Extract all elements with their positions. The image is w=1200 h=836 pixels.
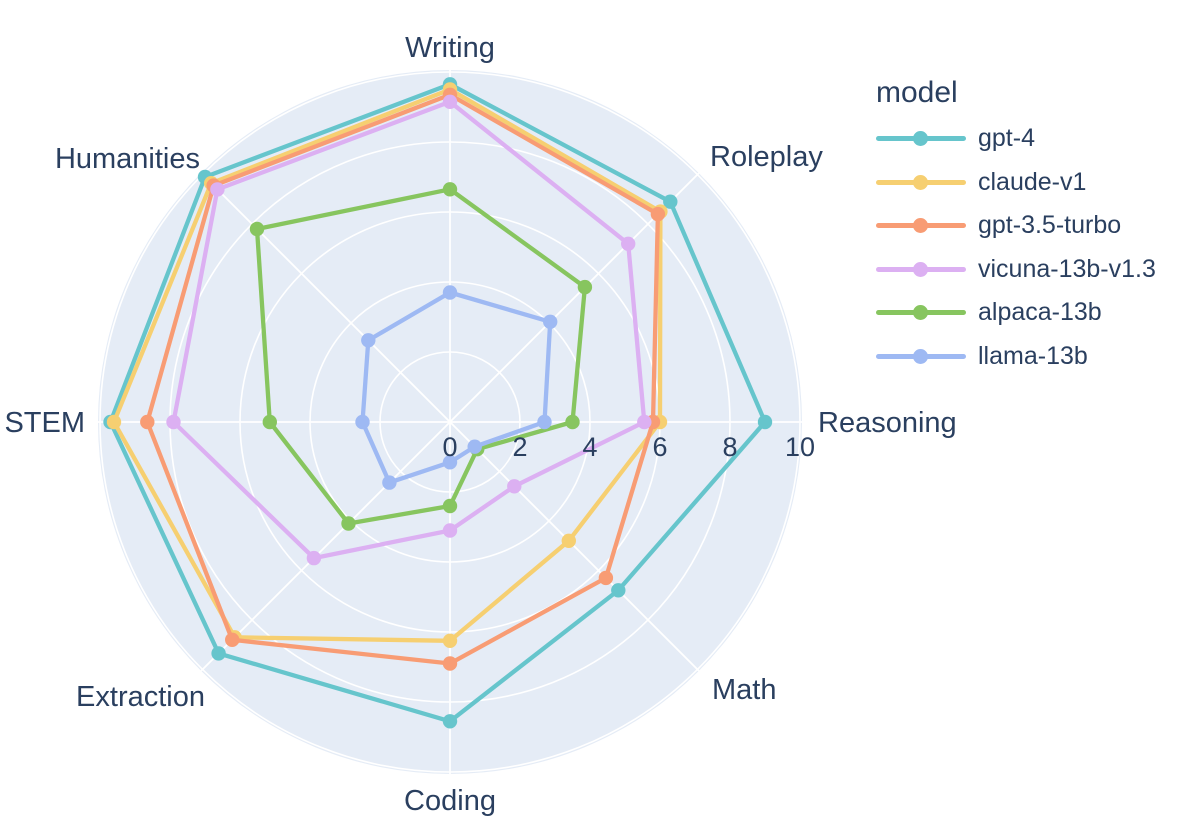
legend-item-alpaca-13b[interactable]: alpaca-13b: [876, 298, 1156, 327]
radial-tick-label-4: 4: [582, 432, 597, 462]
marker-gpt-4-coding[interactable]: [442, 714, 458, 729]
radial-tick-label-10: 10: [785, 432, 815, 462]
grid-spoke-humanities: [200, 172, 451, 423]
marker-gpt-3-5-turbo-coding[interactable]: [442, 656, 458, 671]
radial-tick-label-8: 8: [722, 432, 737, 462]
legend-swatch-claude-v1: [876, 174, 966, 190]
marker-gpt-4-roleplay[interactable]: [663, 194, 678, 209]
axis-label-stem: STEM: [4, 407, 85, 439]
marker-gpt-4-extraction[interactable]: [211, 646, 226, 661]
axis-label-humanities: Humanities: [55, 143, 200, 175]
marker-vicuna-13b-v1-3-stem[interactable]: [166, 414, 181, 430]
marker-vicuna-13b-v1-3-math[interactable]: [507, 479, 522, 494]
legend-label-alpaca-13b: alpaca-13b: [978, 298, 1102, 326]
marker-claude-v1-stem[interactable]: [106, 414, 122, 430]
legend-item-vicuna-13b-v1-3[interactable]: vicuna-13b-v1.3: [876, 255, 1156, 284]
legend: model gpt-4 claude-v1 gpt-3.5-turbo vicuna-…: [876, 76, 1156, 385]
marker-llama-13b-roleplay[interactable]: [543, 314, 558, 329]
marker-vicuna-13b-v1-3-extraction[interactable]: [306, 550, 322, 566]
radial-tick-label-6: 6: [652, 432, 667, 462]
legend-dot-icon: [913, 131, 928, 146]
legend-swatch-gpt-4: [876, 131, 966, 146]
axis-label-coding: Coding: [404, 785, 496, 817]
marker-alpaca-13b-roleplay[interactable]: [577, 279, 593, 295]
grid-spoke-math: [449, 421, 700, 672]
legend-items: gpt-4 claude-v1 gpt-3.5-turbo vicuna-13b-v1…: [876, 124, 1156, 371]
marker-gpt-3-5-turbo-stem[interactable]: [140, 414, 155, 430]
marker-vicuna-13b-v1-3-writing[interactable]: [442, 94, 458, 110]
legend-swatch-alpaca-13b: [876, 305, 966, 320]
series-alpaca-13b: [249, 182, 593, 531]
marker-claude-v1-coding[interactable]: [442, 633, 458, 648]
radial-tick-label-2: 2: [512, 432, 527, 462]
marker-llama-13b-reasoning[interactable]: [537, 414, 552, 430]
legend-label-gpt-4: gpt-4: [978, 124, 1035, 152]
marker-alpaca-13b-writing[interactable]: [442, 182, 458, 197]
series-llama-13b: [355, 285, 558, 490]
marker-llama-13b-humanities[interactable]: [361, 333, 376, 348]
legend-label-vicuna-13b-v1-3: vicuna-13b-v1.3: [978, 254, 1156, 283]
marker-gpt-3-5-turbo-extraction[interactable]: [225, 632, 240, 647]
legend-dot-icon: [913, 174, 928, 190]
legend-item-gpt-4[interactable]: gpt-4: [876, 124, 1156, 153]
legend-item-claude-v1[interactable]: claude-v1: [876, 168, 1156, 197]
marker-claude-v1-math[interactable]: [561, 533, 576, 548]
marker-vicuna-13b-v1-3-humanities[interactable]: [210, 182, 225, 197]
legend-dot-icon: [913, 348, 928, 364]
series-vicuna-13b-v1-3: [166, 94, 652, 566]
marker-alpaca-13b-humanities[interactable]: [249, 221, 265, 237]
legend-swatch-gpt-3-5-turbo: [876, 218, 966, 233]
legend-title: model: [876, 76, 958, 109]
legend-item-llama-13b[interactable]: llama-13b: [876, 342, 1156, 371]
marker-vicuna-13b-v1-3-coding[interactable]: [442, 523, 458, 538]
legend-label-claude-v1: claude-v1: [978, 167, 1087, 196]
marker-vicuna-13b-v1-3-roleplay[interactable]: [621, 236, 636, 251]
legend-swatch-vicuna-13b-v1-3: [876, 261, 966, 277]
axis-label-reasoning: Reasoning: [818, 407, 957, 439]
legend-dot-icon: [913, 218, 928, 233]
marker-alpaca-13b-reasoning[interactable]: [565, 414, 580, 430]
marker-alpaca-13b-coding[interactable]: [442, 498, 458, 514]
marker-llama-13b-math[interactable]: [467, 439, 482, 454]
legend-label-gpt-3-5-turbo: gpt-3.5-turbo: [978, 211, 1122, 239]
legend-item-gpt-3-5-turbo[interactable]: gpt-3.5-turbo: [876, 211, 1156, 240]
marker-llama-13b-coding[interactable]: [442, 455, 458, 470]
marker-gpt-3-5-turbo-math[interactable]: [598, 570, 614, 586]
marker-llama-13b-stem[interactable]: [355, 414, 370, 430]
legend-label-llama-13b: llama-13b: [978, 341, 1088, 370]
marker-llama-13b-writing[interactable]: [442, 285, 458, 300]
legend-dot-icon: [913, 261, 928, 277]
grid-spoke-extraction: [200, 421, 451, 672]
legend-swatch-llama-13b: [876, 348, 966, 364]
axis-label-roleplay: Roleplay: [710, 141, 823, 173]
marker-gpt-4-reasoning[interactable]: [757, 414, 773, 430]
marker-vicuna-13b-v1-3-reasoning[interactable]: [637, 414, 652, 430]
marker-alpaca-13b-extraction[interactable]: [341, 516, 356, 531]
legend-dot-icon: [913, 305, 928, 320]
marker-gpt-3-5-turbo-roleplay[interactable]: [650, 206, 666, 222]
marker-gpt-4-math[interactable]: [611, 583, 626, 598]
axis-label-extraction: Extraction: [76, 681, 205, 713]
radial-tick-label-0: 0: [442, 432, 457, 462]
marker-llama-13b-extraction[interactable]: [382, 475, 397, 490]
axis-label-writing: Writing: [405, 32, 495, 64]
marker-alpaca-13b-stem[interactable]: [262, 414, 277, 430]
axis-label-math: Math: [712, 674, 776, 706]
